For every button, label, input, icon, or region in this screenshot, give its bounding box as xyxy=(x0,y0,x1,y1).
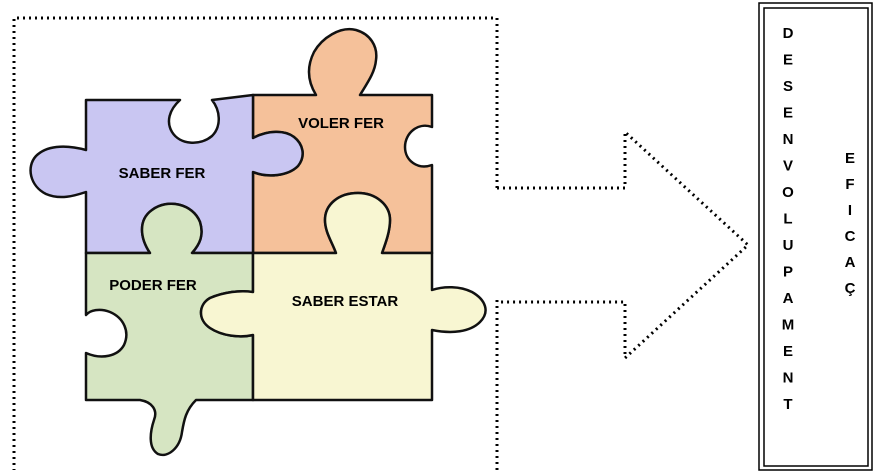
label-saber-fer: SABER FER xyxy=(119,165,206,182)
dotted-container xyxy=(12,16,499,470)
vertical-letter: E xyxy=(845,150,855,167)
vertical-letter: E xyxy=(783,52,793,69)
vertical-letter: F xyxy=(845,176,854,193)
label-poder-fer: PODER FER xyxy=(109,277,197,294)
vertical-letter: A xyxy=(845,254,856,271)
dotted-arrow xyxy=(497,128,751,362)
puzzle-piece-poder-fer xyxy=(84,202,255,457)
vertical-letter: Ç xyxy=(845,280,856,297)
vertical-letter: N xyxy=(783,131,794,148)
vertical-letter: C xyxy=(845,228,856,245)
vertical-letter: S xyxy=(783,78,793,95)
result-box-inner xyxy=(763,7,869,467)
puzzle-piece-saber-estar xyxy=(199,191,487,402)
label-saber-estar: SABER ESTAR xyxy=(292,293,399,310)
vertical-letter: O xyxy=(782,184,794,201)
result-box-outer xyxy=(758,2,873,471)
vertical-letter: T xyxy=(783,396,792,413)
vertical-letter: V xyxy=(783,158,793,175)
label-voler-fer: VOLER FER xyxy=(298,115,384,132)
vertical-letter: U xyxy=(783,237,794,254)
vertical-letter: L xyxy=(783,211,792,228)
vertical-letter: A xyxy=(783,290,794,307)
vertical-letter: M xyxy=(782,317,795,334)
vertical-letter: E xyxy=(783,343,793,360)
vertical-letter: N xyxy=(783,370,794,387)
vertical-letter: E xyxy=(783,105,793,122)
vertical-letter: P xyxy=(783,264,793,281)
vertical-letter: D xyxy=(783,25,794,42)
puzzle xyxy=(29,27,487,457)
vertical-letter: I xyxy=(848,202,852,219)
